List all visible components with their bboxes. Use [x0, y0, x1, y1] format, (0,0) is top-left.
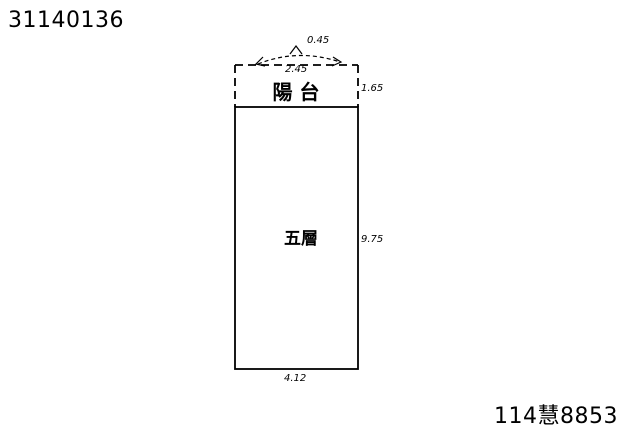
- reference-number: 114慧8853: [494, 404, 618, 429]
- balcony-width-arrow: [254, 45, 343, 67]
- balcony-width-dim: 2.45: [285, 64, 307, 75]
- balcony-label: 陽 台: [273, 80, 320, 104]
- main-room-width-dim: 4.12: [284, 373, 306, 384]
- main-room-outline: [234, 106, 359, 370]
- main-room-depth-dim: 9.75: [361, 234, 383, 245]
- document-number: 31140136: [8, 8, 124, 33]
- balcony-outline: [234, 64, 359, 107]
- balcony-offset-dim: 0.45: [307, 35, 329, 46]
- main-room-label: 五層: [284, 229, 318, 249]
- balcony-depth-dim: 1.65: [361, 83, 383, 94]
